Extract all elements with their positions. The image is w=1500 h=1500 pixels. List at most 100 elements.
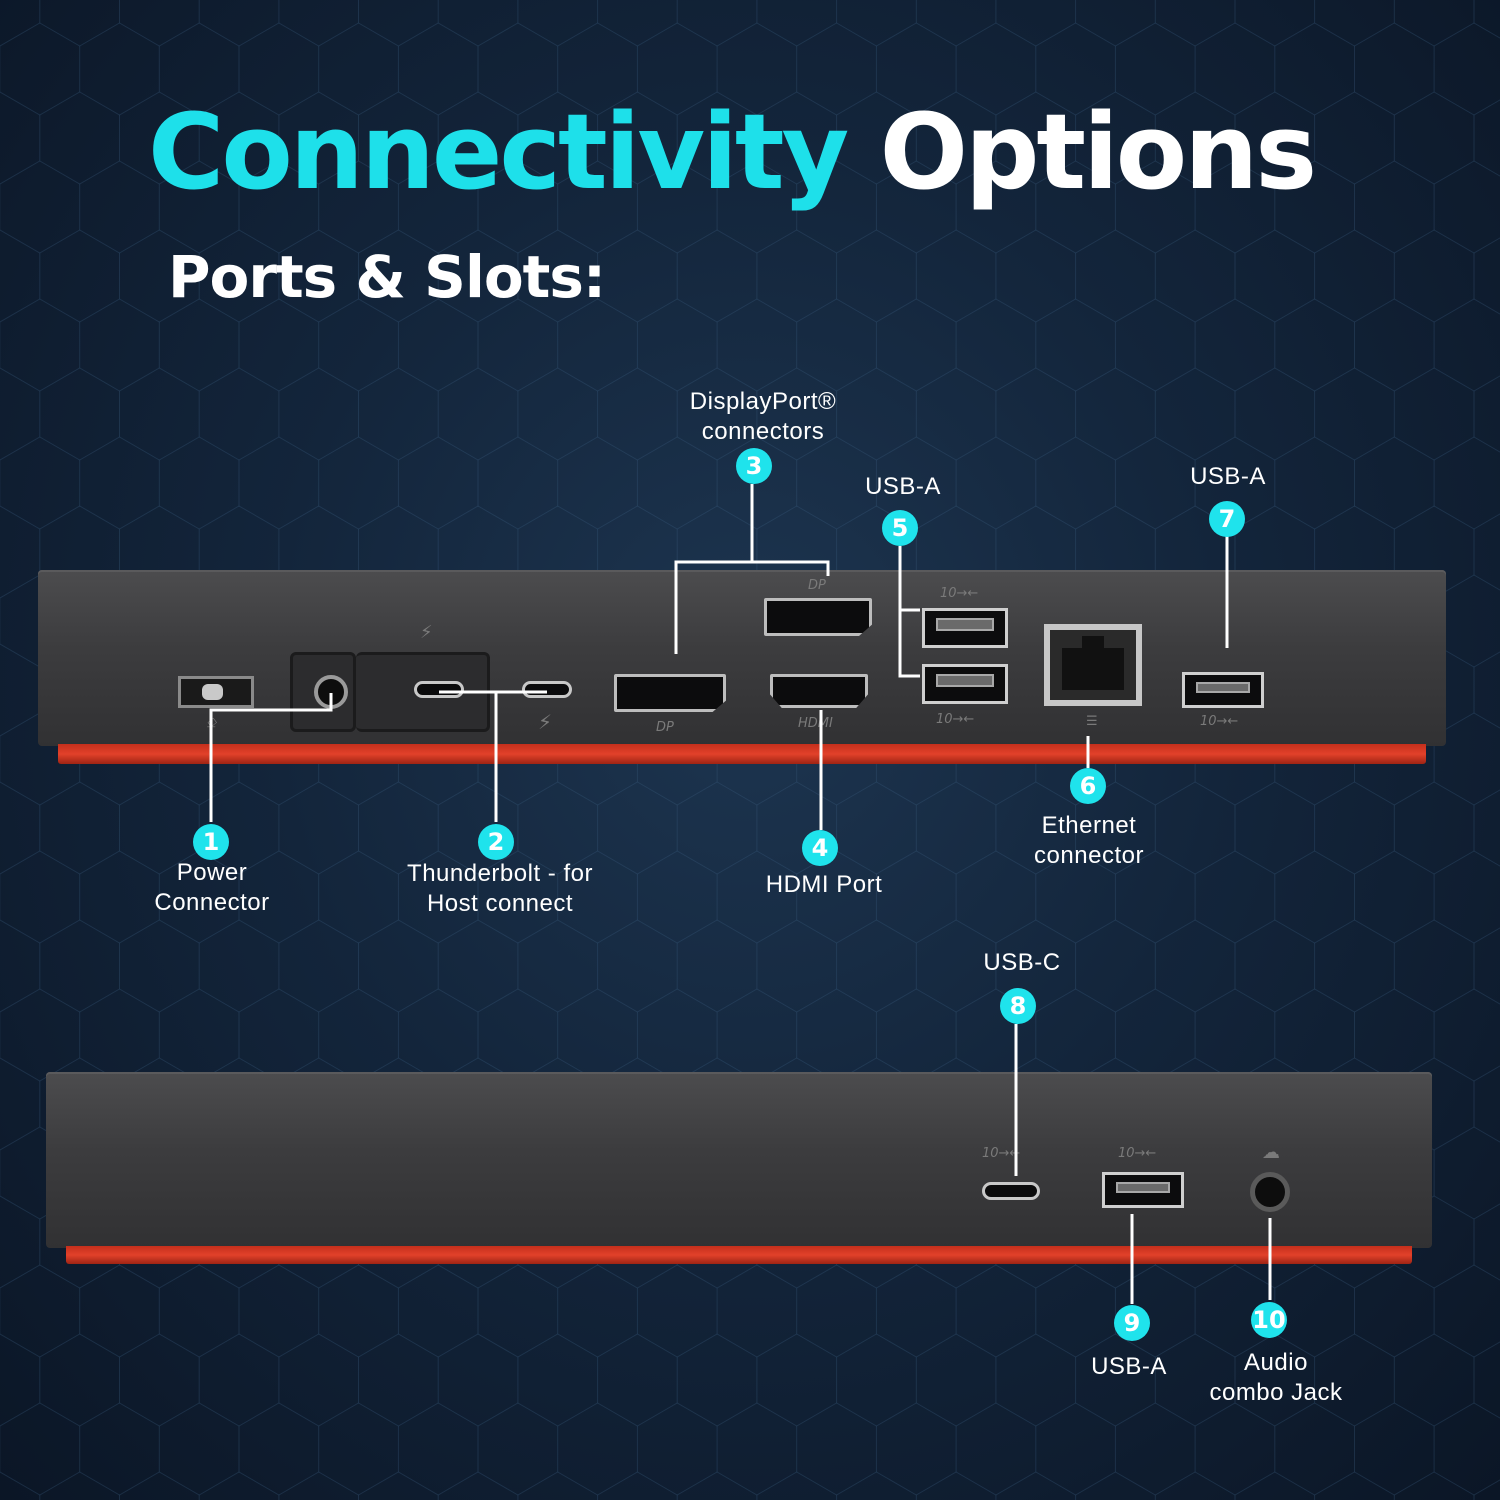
hexagon-cell xyxy=(1473,1203,1500,1281)
hexagon-cell xyxy=(1393,367,1475,461)
usb-a-port-lower[interactable] xyxy=(922,664,1008,704)
hexagon-cell xyxy=(1393,1333,1475,1427)
usb-a-port-rear-right[interactable] xyxy=(1182,672,1264,708)
label-line: Audio xyxy=(1244,1349,1308,1376)
displayport-bottom-glyph: DP xyxy=(656,720,674,735)
hexagon-cell xyxy=(1314,781,1395,875)
hexagon-cell xyxy=(1433,298,1500,392)
hexagon-cell xyxy=(676,229,758,323)
hexagon-cell xyxy=(1274,1264,1355,1358)
displayport-port-2[interactable] xyxy=(764,598,872,636)
hexagon-cell xyxy=(1234,1471,1316,1500)
hexagon-cell xyxy=(995,91,1077,185)
hexagon-cell xyxy=(1473,0,1500,39)
hexagon-cell xyxy=(1114,160,1196,254)
hexagon-cell xyxy=(915,1471,997,1500)
power-switch[interactable] xyxy=(178,676,254,708)
hexagon-cell xyxy=(875,988,957,1082)
page-title: Connectivity Options xyxy=(148,100,1317,204)
thunderbolt-port-host[interactable] xyxy=(414,681,464,698)
hexagon-cell xyxy=(39,781,120,875)
hexagon-cell xyxy=(1154,1471,1236,1500)
hexagon-cell xyxy=(955,1402,1037,1496)
usb-rear-right-glyph: 10→← xyxy=(1200,714,1239,729)
hexagon-cell xyxy=(955,1264,1037,1358)
hexagon-cell xyxy=(79,850,160,944)
hexagon-cell xyxy=(517,919,599,1013)
hexagon-cell xyxy=(1433,712,1500,806)
hexagon-cell xyxy=(358,229,439,323)
hexagon-cell xyxy=(1154,781,1236,875)
hexagon-cell xyxy=(1194,850,1276,944)
hexagon-cell xyxy=(1194,1402,1276,1496)
hexagon-cell xyxy=(756,919,838,1013)
hexagon-cell xyxy=(198,91,280,185)
audio-combo-jack[interactable] xyxy=(1250,1172,1290,1212)
label-line: Connector xyxy=(154,889,270,916)
hexagon-cell xyxy=(1314,919,1395,1013)
hexagon-cell xyxy=(756,91,838,185)
hexagon-cell xyxy=(477,298,559,392)
hexagon-cell xyxy=(1154,1333,1236,1427)
label-line: USB-A xyxy=(865,473,941,500)
hexagon-cell xyxy=(1114,298,1196,392)
hexagon-cell xyxy=(796,22,877,116)
hexagon-cell xyxy=(1433,1264,1500,1358)
thunderbolt-top-glyph: ⚡ xyxy=(420,622,433,643)
hexagon-cell xyxy=(278,367,359,461)
label-line: USB-C xyxy=(983,949,1061,976)
page-subtitle: Ports & Slots: xyxy=(168,243,606,311)
hexagon-cell xyxy=(1075,919,1156,1013)
hdmi-port[interactable] xyxy=(770,674,868,708)
hexagon-cell xyxy=(358,1471,439,1500)
hexagon-cell xyxy=(796,160,877,254)
hexagon-cell xyxy=(676,1471,758,1500)
hexagon-cell xyxy=(836,229,917,323)
usb-c-port-front[interactable] xyxy=(982,1182,1040,1200)
hexagon-cell xyxy=(676,367,758,461)
hexagon-cell xyxy=(119,229,200,323)
usb-a-port-upper[interactable] xyxy=(922,608,1008,648)
hexagon-cell xyxy=(875,1402,957,1496)
hexagon-cell xyxy=(1114,1264,1196,1358)
hexagon-cell xyxy=(955,436,1037,530)
hexagon-cell xyxy=(397,298,479,392)
hexagon-cell xyxy=(1433,1126,1500,1220)
hexagon-cell xyxy=(0,229,41,323)
hexagon-cell xyxy=(158,436,240,530)
hexagon-cell xyxy=(517,1471,599,1500)
dock-front-body xyxy=(46,1072,1432,1248)
usb-c-front-glyph: 10→← xyxy=(982,1146,1021,1161)
hexagon-cell xyxy=(716,1264,798,1358)
hexagon-cell xyxy=(0,850,81,944)
hexagon-cell xyxy=(477,1264,559,1358)
hexagon-cell xyxy=(1035,1264,1116,1358)
hexagon-cell xyxy=(1234,919,1316,1013)
usb-a-port-front[interactable] xyxy=(1102,1172,1184,1208)
hexagon-cell xyxy=(39,367,120,461)
hexagon-cell xyxy=(716,850,798,944)
hexagon-cell xyxy=(1035,850,1116,944)
power-jack[interactable] xyxy=(314,675,348,709)
callout-badge-2: 2 xyxy=(478,824,514,860)
hexagon-cell xyxy=(1473,789,1500,867)
hexagon-cell xyxy=(0,1471,41,1500)
callout-badge-8: 8 xyxy=(1000,988,1036,1024)
hexagon-cell xyxy=(875,850,957,944)
displayport-port-1[interactable] xyxy=(614,674,726,712)
hexagon-cell xyxy=(1354,1402,1435,1496)
title-accent: Connectivity xyxy=(148,91,849,213)
label-line: Host connect xyxy=(426,890,574,917)
hexagon-cell xyxy=(1433,1402,1500,1496)
hexagon-cell xyxy=(79,22,160,116)
hexagon-cell xyxy=(477,1402,559,1496)
hexagon-cell xyxy=(1433,436,1500,530)
ethernet-port[interactable] xyxy=(1044,624,1142,706)
hexagon-cell xyxy=(278,0,359,47)
hexagon-cell xyxy=(198,367,280,461)
thunderbolt-port-downstream[interactable] xyxy=(522,681,572,698)
label-line: Ethernet xyxy=(1041,812,1137,839)
hexagon-cell xyxy=(676,781,758,875)
callout-badge-6: 6 xyxy=(1070,768,1106,804)
hexagon-cell xyxy=(1433,988,1500,1082)
